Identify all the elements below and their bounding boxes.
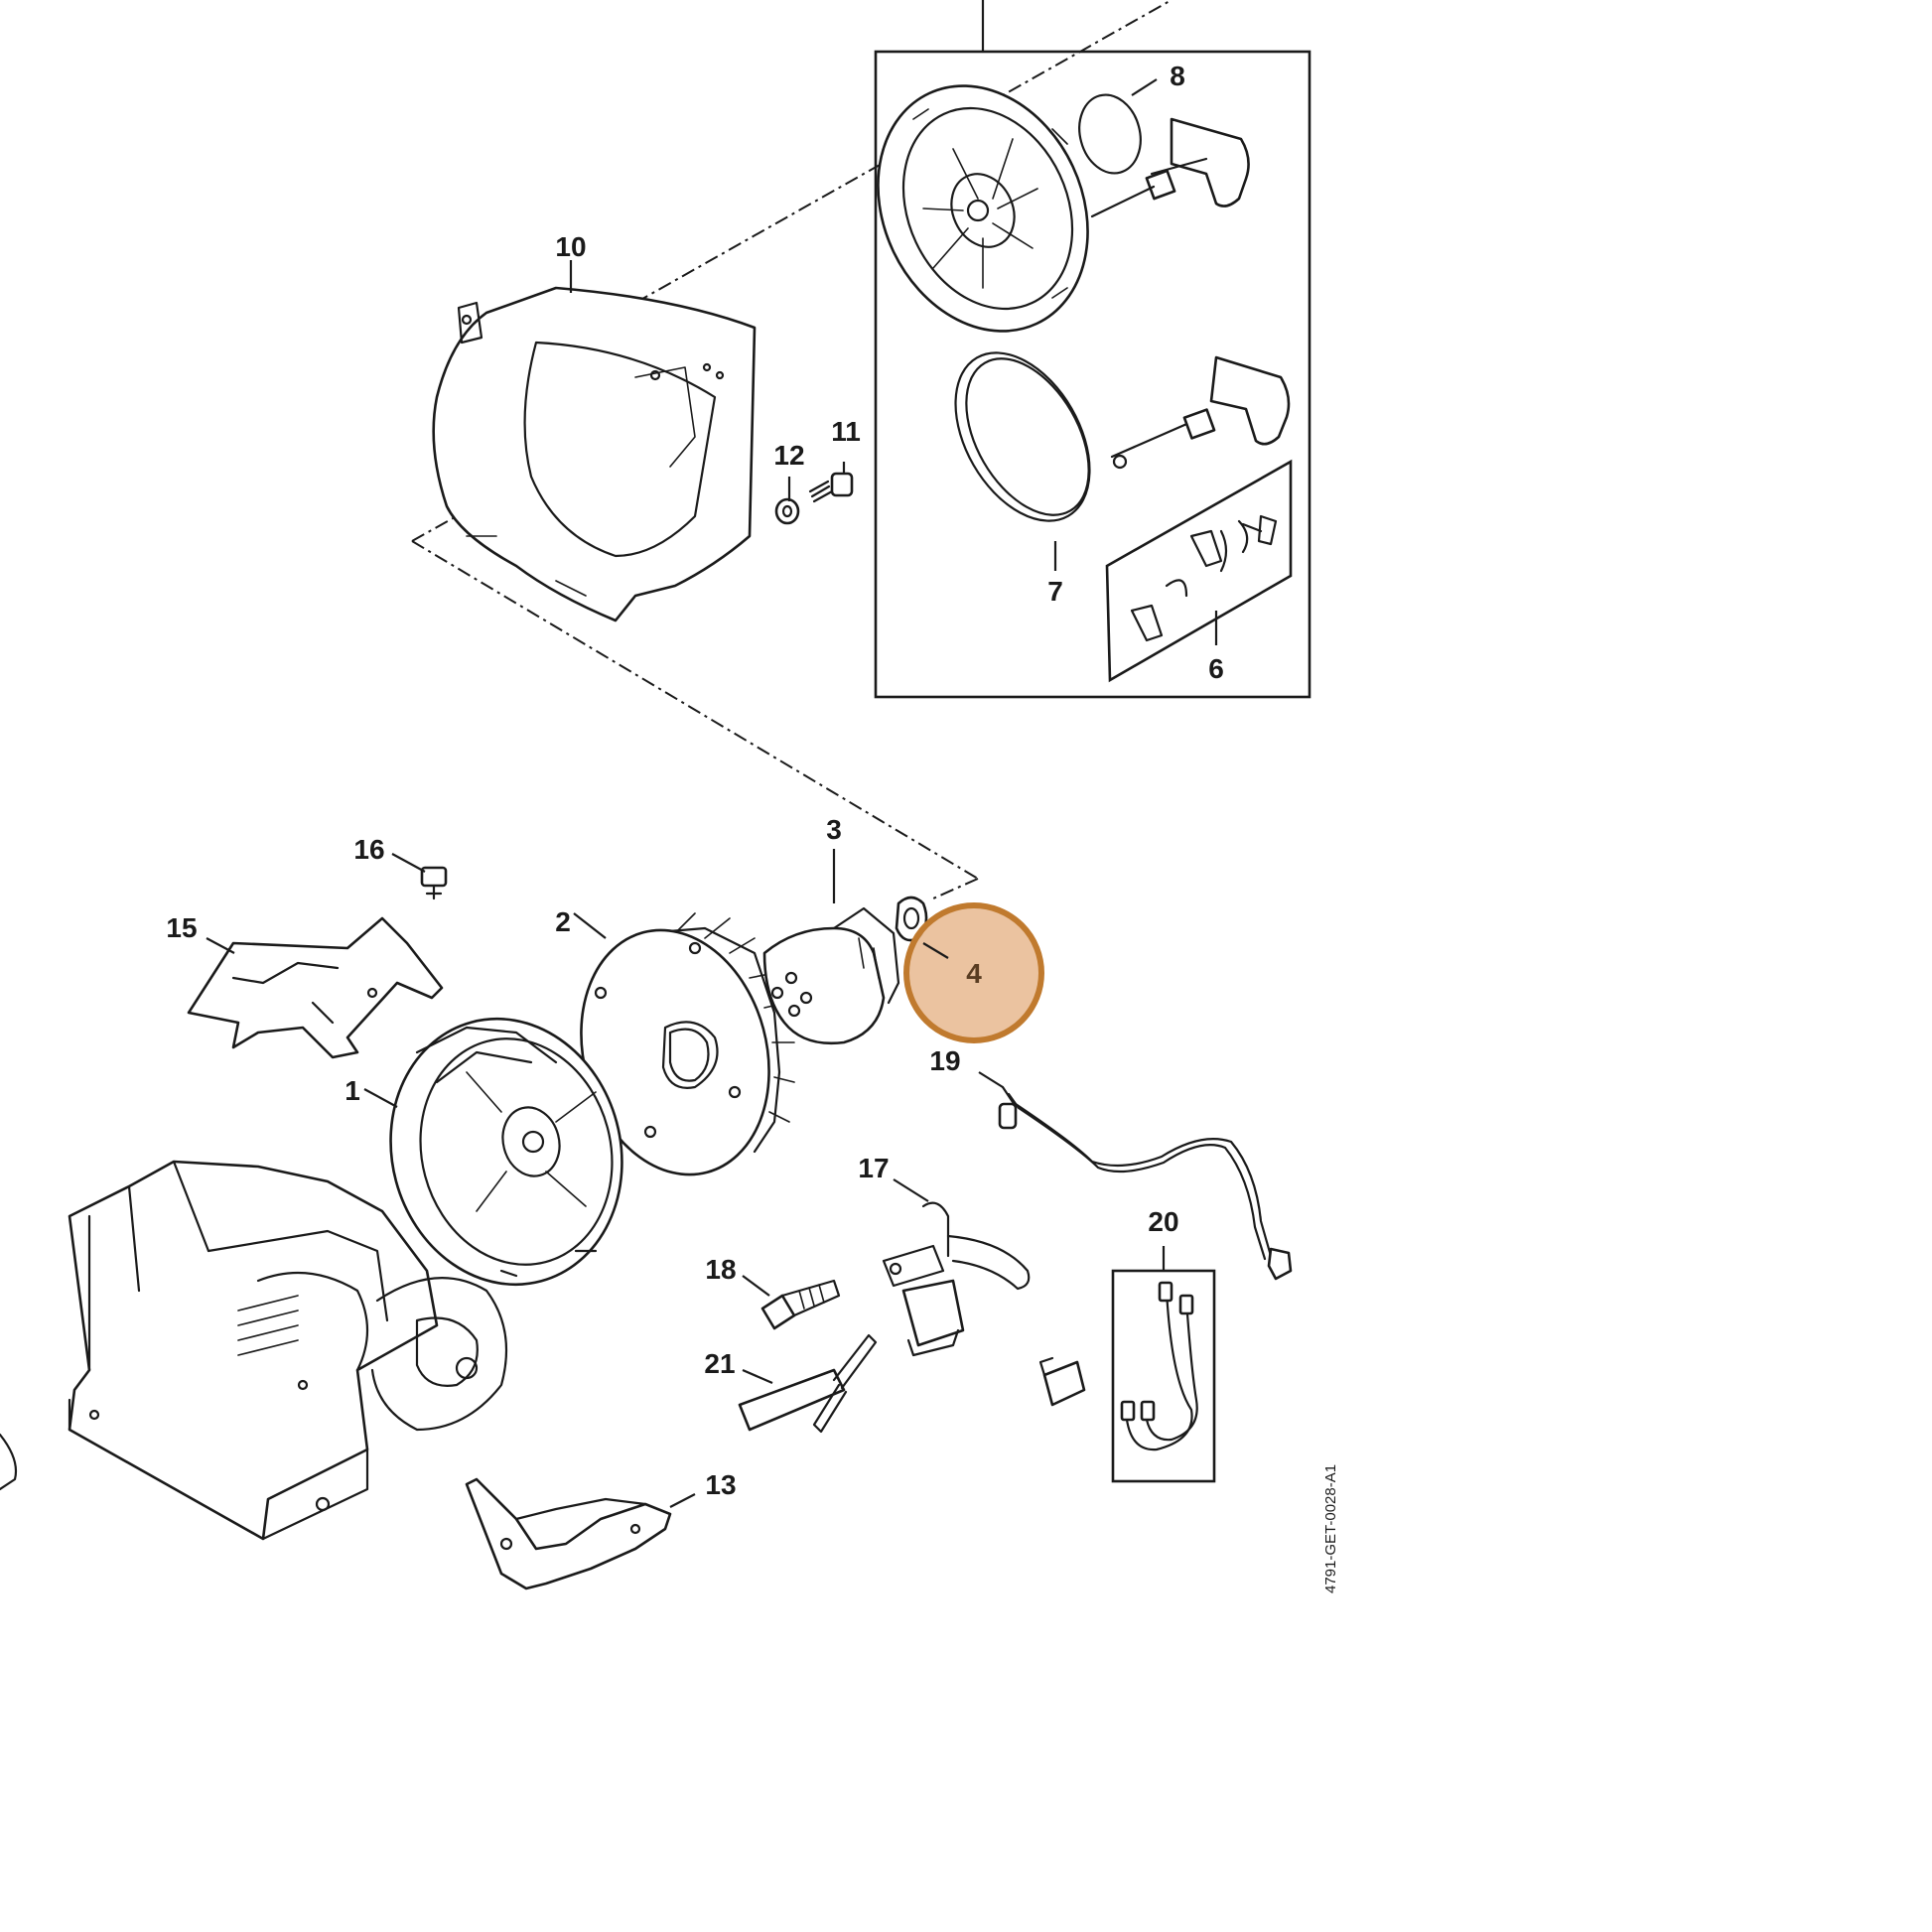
ignition-module-part-17 [882, 1201, 1031, 1357]
callout-4-highlighted[interactable]: 4 [966, 958, 982, 989]
fan-housing-part-10 [432, 286, 757, 622]
callout-17: 17 [858, 1153, 889, 1183]
wiring-kit-box-part-20 [1111, 1269, 1216, 1483]
rewind-starter-housing [877, 84, 1089, 333]
callout-11: 11 [831, 416, 861, 447]
flywheel-part-1 [389, 1017, 623, 1287]
screw-part-11 [808, 472, 854, 503]
callout-2: 2 [555, 906, 571, 937]
pawl-kit-box-part-6 [1105, 459, 1293, 683]
washer-part-12 [774, 497, 800, 525]
callout-16: 16 [353, 834, 384, 865]
callout-15: 15 [166, 912, 197, 943]
callout-3: 3 [826, 814, 842, 845]
callout-1: 1 [345, 1075, 360, 1106]
o-ring-part-8 [1078, 93, 1142, 175]
starter-handle-top [1090, 117, 1250, 218]
callout-13: 13 [705, 1469, 736, 1500]
switch-connector [1038, 1356, 1086, 1407]
callout-7: 7 [1047, 576, 1063, 607]
callout-18: 18 [705, 1254, 736, 1285]
ignition-wire-part-19 [998, 1085, 1293, 1281]
callout-labels: 10 8 11 12 7 6 3 4 16 2 15 1 19 17 20 18… [166, 61, 1223, 1500]
callout-21: 21 [704, 1348, 735, 1379]
starter-assembly-box [874, 0, 1311, 699]
guard-part-13 [465, 1477, 672, 1590]
callout-20: 20 [1148, 1206, 1178, 1237]
shroud-part-15 [187, 916, 444, 1059]
callout-12: 12 [773, 440, 804, 471]
engine-block [0, 1160, 508, 1541]
starter-rope-part-7 [954, 351, 1291, 522]
callout-10: 10 [555, 231, 586, 262]
starter-cup-part-3 [762, 906, 900, 1045]
drawing-reference-id: 4791-GET-0028-A1 [1322, 1464, 1339, 1593]
spark-plug-part-18 [760, 1279, 841, 1330]
leader-lines [206, 78, 1218, 1508]
callout-19: 19 [929, 1045, 960, 1076]
callout-6: 6 [1208, 653, 1224, 684]
callout-8: 8 [1170, 61, 1185, 91]
highlight-marker-part-4[interactable] [903, 902, 1044, 1043]
screw-part-16 [420, 866, 448, 900]
plug-wrench-part-21 [738, 1333, 878, 1434]
